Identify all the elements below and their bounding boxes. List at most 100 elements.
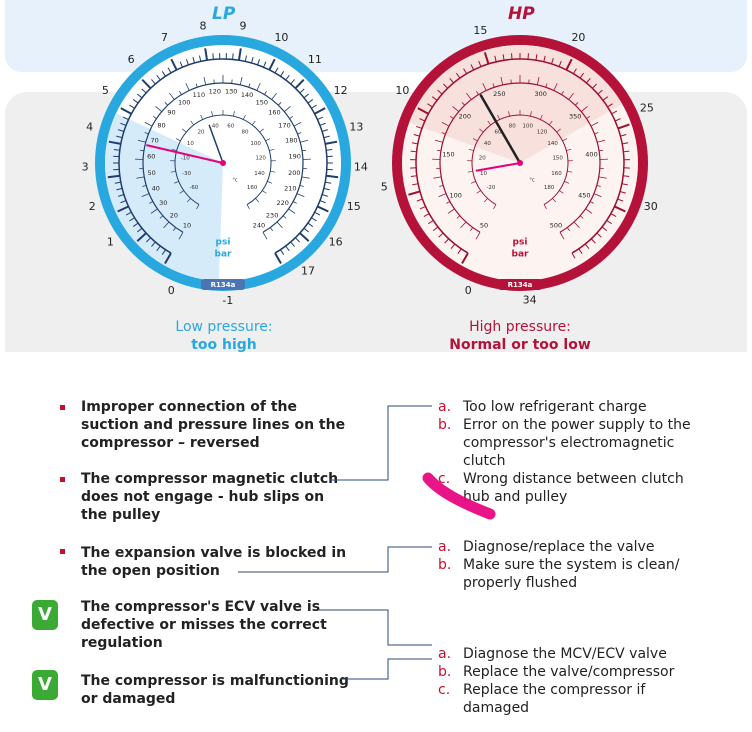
psi-tick	[139, 149, 144, 152]
psi-tick	[195, 83, 198, 88]
outer-tick	[431, 96, 438, 101]
psi-scale-label: 120	[209, 87, 221, 95]
temp-scale-label: 180	[544, 185, 555, 191]
outer-scale-label: 16	[329, 236, 343, 249]
outer-scale-label: 25	[640, 102, 654, 115]
psi-tick	[566, 227, 570, 231]
outer-tick	[321, 194, 328, 197]
outer-tick	[596, 232, 602, 238]
outer-tick	[212, 53, 214, 60]
outer-tick	[408, 190, 421, 196]
needle-hub	[220, 160, 226, 166]
temp-tick	[233, 111, 235, 117]
psi-tick	[271, 92, 277, 100]
outer-tick	[303, 227, 310, 233]
psi-tick	[248, 83, 251, 88]
psi-tick	[441, 132, 446, 135]
psi-tick	[500, 76, 504, 85]
outer-tick	[151, 79, 156, 85]
outer-tick	[590, 238, 596, 244]
outer-tick	[623, 175, 630, 178]
psi-tick	[594, 132, 599, 135]
psi-scale-label: 170	[278, 122, 290, 130]
outer-tick	[450, 243, 456, 250]
temp-tick	[470, 181, 476, 184]
temp-scale-label: 80	[242, 130, 249, 136]
outer-scale-label: 11	[308, 53, 322, 66]
outer-scale-label: 17	[301, 265, 315, 278]
psi-scale-label: 140	[241, 91, 253, 99]
cause-bullet	[60, 549, 65, 554]
outer-scale-label: 14	[354, 161, 368, 174]
outer-tick	[116, 187, 123, 191]
outer-tick	[443, 83, 448, 89]
psi-tick	[589, 201, 594, 204]
psi-tick	[163, 221, 170, 229]
outer-scale-label: 30	[644, 200, 658, 213]
psi-tick	[579, 215, 584, 219]
psi-tick	[447, 208, 455, 214]
outer-tick	[263, 61, 267, 68]
psi-tick	[144, 122, 153, 127]
temp-tick	[556, 128, 561, 133]
outer-tick	[483, 52, 490, 65]
psi-tick	[141, 193, 150, 198]
outer-tick	[244, 55, 248, 62]
outer-tick	[323, 187, 330, 191]
temp-scale-label: -20	[486, 185, 495, 191]
outer-tick	[120, 107, 132, 115]
outer-tick	[411, 142, 418, 145]
outer-tick	[120, 200, 127, 204]
outer-scale-label: 0	[465, 284, 472, 297]
psi-unit-label: psi	[216, 238, 231, 248]
temp-tick	[562, 138, 568, 142]
outer-tick	[437, 89, 443, 95]
psi-tick	[466, 92, 472, 100]
psi-scale-label: 150	[256, 98, 268, 106]
psi-tick	[585, 208, 593, 214]
outer-tick	[416, 125, 423, 129]
outer-tick	[295, 237, 300, 243]
psi-tick	[482, 83, 487, 91]
outer-tick	[274, 252, 282, 264]
outer-tick	[237, 48, 242, 61]
psi-tick	[590, 122, 599, 127]
psi-tick	[159, 215, 164, 219]
outer-tick	[232, 53, 234, 60]
outer-tick	[156, 245, 161, 252]
hp-drag-needle	[475, 162, 521, 172]
psi-scale-label: 250	[493, 90, 505, 98]
temp-tick	[175, 138, 181, 142]
outer-tick	[317, 205, 329, 213]
temp-scale-label: 150	[552, 156, 563, 162]
outer-scale-label: 20	[571, 31, 585, 44]
psi-tick	[434, 139, 443, 143]
outer-tick	[179, 61, 183, 68]
outer-tick	[478, 60, 482, 67]
outer-tick	[622, 142, 629, 145]
psi-tick	[284, 106, 291, 112]
lp-status-label: Low pressure:	[175, 319, 273, 335]
outer-tick	[579, 72, 584, 79]
temp-tick	[479, 128, 484, 133]
psi-scale-label: 180	[285, 136, 297, 144]
check-badge: V	[32, 670, 58, 700]
outer-tick	[136, 227, 143, 233]
psi-scale-label: 300	[534, 90, 546, 98]
outer-tick	[132, 99, 139, 104]
outer-tick	[606, 220, 612, 225]
outer-tick	[617, 123, 630, 130]
outer-tick	[299, 88, 305, 94]
temp-tick	[487, 120, 492, 126]
outer-tick	[419, 206, 426, 210]
temp-tick	[543, 204, 547, 210]
psi-tick	[439, 185, 444, 187]
outer-tick	[117, 205, 129, 213]
psi-tick	[169, 92, 175, 100]
temp-tick	[552, 198, 557, 203]
outer-tick	[614, 118, 621, 122]
outer-tick	[120, 122, 127, 126]
psi-tick	[476, 90, 479, 95]
psi-tick	[460, 221, 467, 229]
outer-tick	[584, 243, 590, 250]
